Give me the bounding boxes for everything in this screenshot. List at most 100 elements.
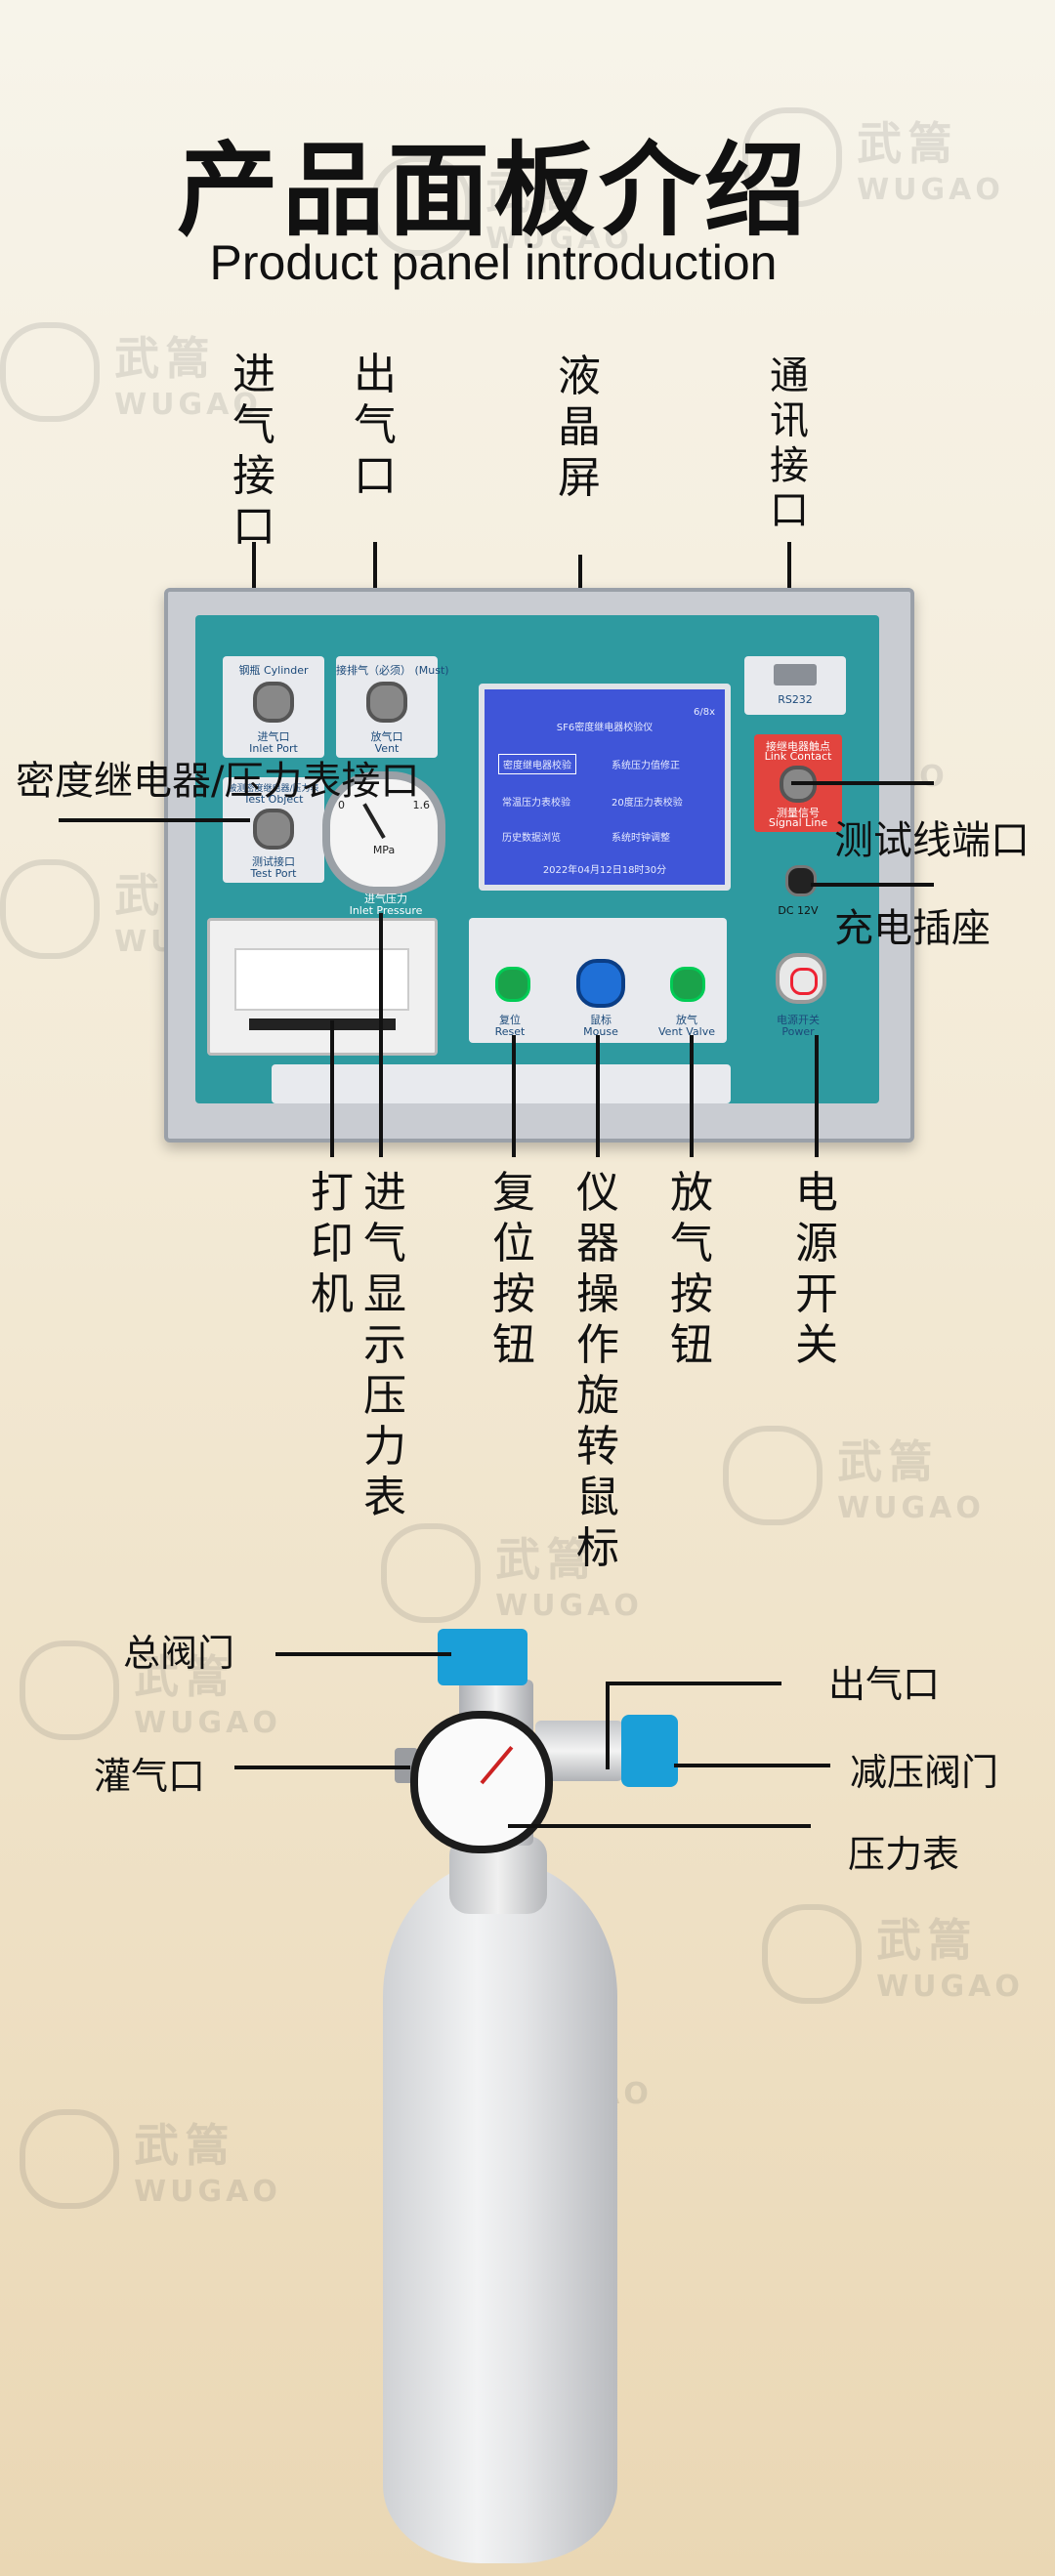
reset-label: 复位 — [499, 1014, 521, 1026]
label-printer: 打印机 — [311, 1168, 354, 1319]
signal-label-en: Signal Line — [768, 816, 828, 829]
leader-line — [275, 1652, 451, 1656]
watermark-text: 武篙 — [134, 2118, 236, 2172]
vent-label-en: Vent — [374, 742, 400, 755]
watermark-logo-icon — [381, 1523, 481, 1623]
leader-line — [234, 1766, 410, 1769]
label-filling-port: 灌气口 — [94, 1755, 206, 1798]
power-button[interactable] — [776, 953, 826, 1004]
test-label-en: Test Port — [250, 867, 297, 880]
leader-line — [508, 1824, 811, 1828]
gauge-label-en: Inlet Pressure — [349, 904, 423, 917]
rs232-connector-icon — [774, 664, 817, 686]
lcd-menu-item[interactable]: 系统压力值修正 — [612, 761, 680, 771]
lcd-menu-item[interactable]: 密度继电器校验 — [498, 754, 576, 774]
bottom-label-strip — [272, 1064, 731, 1103]
test-top-label: 被测密度继电器/压力表 — [228, 784, 319, 794]
watermark-text: WUGAO — [876, 1969, 1024, 2004]
leader-line — [791, 781, 934, 785]
mouse-label: 鼠标 — [590, 1014, 612, 1026]
watermark-logo-icon — [20, 2109, 119, 2209]
label-charging-socket: 充电插座 — [834, 906, 991, 951]
leader-line — [674, 1764, 830, 1767]
label-power-switch: 电源开关 — [795, 1168, 838, 1370]
inlet-pressure-gauge: 0 1.6 MPa — [322, 771, 445, 894]
leader-line — [596, 1035, 600, 1157]
gauge-min: 0 — [338, 799, 345, 811]
watermark: 武篙 WUGAO — [0, 322, 262, 422]
gauge-max: 1.6 — [412, 799, 431, 811]
label-pressure-gauge: 压力表 — [848, 1833, 960, 1876]
inlet-label-en: Inlet Port — [249, 742, 298, 755]
vent-port-connector[interactable] — [366, 682, 407, 723]
lcd-screen: SF6密度继电器校验仪 6/8x 密度继电器校验 系统压力值修正 常温压力表校验… — [479, 684, 731, 891]
label-mouse-knob: 仪器操作旋转鼠标 — [576, 1168, 619, 1573]
watermark-text: WUGAO — [134, 1705, 281, 1740]
watermark-text: WUGAO — [134, 2174, 281, 2209]
rs232-block: RS232 — [744, 656, 846, 715]
inlet-top-label: 钢瓶 — [238, 664, 261, 677]
dc-socket[interactable] — [785, 865, 817, 896]
watermark: 武篙 WUGAO — [20, 2109, 281, 2209]
dc-label: DC 12V — [778, 904, 819, 917]
leader-line — [512, 1035, 516, 1157]
label-inlet-pressure-gauge: 进气显示压力表 — [363, 1168, 406, 1522]
vent-valve-button[interactable] — [670, 967, 705, 1002]
vent-label: 放气口 — [370, 730, 403, 743]
link-label-en: Link Contact — [764, 750, 832, 763]
lcd-menu-item[interactable]: 历史数据浏览 — [502, 833, 561, 844]
lcd-menu-item[interactable]: 系统时钟调整 — [612, 833, 670, 844]
label-main-valve: 总阀门 — [123, 1632, 235, 1675]
leader-line — [815, 1035, 819, 1157]
gas-cylinder — [383, 1860, 617, 2563]
watermark: 武篙 WUGAO — [762, 1904, 1024, 2004]
leader-line — [330, 1020, 334, 1157]
label-vent-button: 放气按钮 — [670, 1168, 713, 1370]
label-reducing-valve: 减压阀门 — [850, 1751, 999, 1794]
lcd-menu-item[interactable]: 常温压力表校验 — [502, 798, 570, 809]
label-outlet: 出气口 — [354, 350, 397, 501]
mouse-knob[interactable] — [576, 959, 625, 1008]
watermark-logo-icon — [0, 322, 100, 422]
inlet-top-label-en: Cylinder — [263, 664, 309, 677]
reducing-valve-knob[interactable] — [621, 1715, 678, 1787]
printer[interactable] — [207, 918, 438, 1056]
signal-label: 测量信号 — [777, 807, 820, 819]
vent-valve-label-en: Vent Valve — [658, 1025, 715, 1038]
watermark-text: 武篙 — [876, 1913, 979, 1967]
vent-valve-label: 放气 — [676, 1014, 697, 1026]
watermark-logo-icon — [762, 1904, 862, 2004]
lcd-title: SF6密度继电器校验仪 — [556, 723, 654, 733]
label-reset-button: 复位按钮 — [492, 1168, 535, 1370]
label-comm-port: 通讯接口 — [770, 353, 809, 533]
reset-button[interactable] — [495, 967, 530, 1002]
inlet-label: 进气口 — [257, 730, 290, 743]
main-valve-handle[interactable] — [438, 1629, 528, 1685]
lcd-menu-item[interactable]: 20度压力表校验 — [612, 798, 683, 809]
watermark-text: WUGAO — [837, 1490, 985, 1525]
label-cylinder-outlet: 出气口 — [828, 1663, 941, 1706]
vent-top-label: 接排气（必须） — [336, 664, 411, 677]
leader-line — [59, 818, 250, 822]
watermark-text: WUGAO — [495, 1588, 643, 1623]
page-title: 产品面板介绍 — [176, 131, 810, 250]
watermark-logo-icon — [20, 1641, 119, 1740]
printer-paper-icon — [234, 948, 409, 1011]
lcd-datetime: 2022年04月12日18时30分 — [542, 865, 667, 876]
power-label: 电源开关 — [777, 1014, 820, 1026]
test-port-connector[interactable] — [253, 809, 294, 850]
page-subtitle: Product panel introduction — [209, 235, 778, 290]
label-density-relay-port: 密度继电器/压力表接口 — [16, 759, 420, 804]
watermark-logo-icon — [0, 859, 100, 959]
lcd-corner: 6/8x — [693, 707, 715, 718]
gauge-label: 进气压力 — [364, 893, 407, 905]
vent-top-label-en: (Must) — [414, 664, 449, 677]
watermark: 武篙 WUGAO — [723, 1426, 985, 1525]
leader-line — [379, 913, 383, 1157]
test-label: 测试接口 — [252, 855, 295, 868]
test-port-block: 被测密度继电器/压力表 Test Object 测试接口 Test Port — [223, 777, 324, 883]
regulator-needle-icon — [480, 1745, 514, 1785]
regulator-pressure-gauge — [410, 1711, 553, 1853]
watermark-logo-icon — [723, 1426, 823, 1525]
inlet-port-connector[interactable] — [253, 682, 294, 723]
